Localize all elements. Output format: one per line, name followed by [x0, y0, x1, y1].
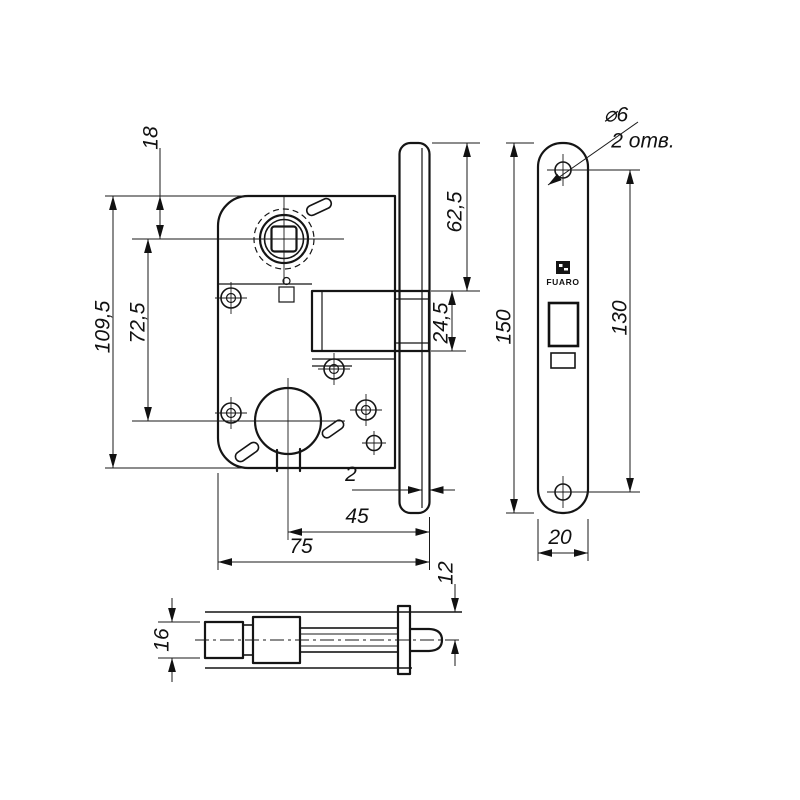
stop-pin-body: [278, 286, 295, 303]
dim-62-5-label: 62,5: [444, 191, 467, 232]
stop-pin-detail: [278, 276, 295, 303]
dim-dia6-label: ⌀6: [604, 104, 629, 127]
latch-bolt: [310, 289, 431, 367]
spindle-follower: [132, 197, 344, 283]
screw-post-right: [350, 394, 382, 426]
stop-pin-head: [282, 276, 291, 286]
dim-20-label: 20: [547, 526, 572, 549]
screw-post-top-left: [215, 282, 247, 314]
brand-logo-text: FUARO: [546, 277, 579, 287]
latch-bolt-body: [310, 289, 431, 353]
main-view-dimensions: 18 72,5 109,5 62,5 24,5 2 45 75: [92, 126, 480, 570]
dim-45-label: 45: [345, 505, 369, 528]
latch-opening: [547, 301, 580, 348]
side-view-dimensions: 16 12: [151, 561, 459, 682]
brand-logo-mark-cut-2: [564, 268, 568, 271]
dim-150-label: 150: [493, 309, 516, 344]
dim-75-label: 75: [289, 535, 313, 558]
dim-18-label: 18: [140, 126, 163, 150]
dim-130-label: 130: [609, 300, 632, 335]
main-view: [132, 141, 431, 540]
dim-72-5-label: 72,5: [127, 302, 150, 343]
screw-post-bottom-left: [215, 397, 247, 429]
cylinder-hole: [132, 378, 345, 540]
slot-bottom-right: [321, 419, 345, 439]
dim-109-5-label: 109,5: [92, 300, 115, 353]
dim-12-label: 12: [435, 561, 458, 585]
lock-case-outline: [216, 194, 397, 470]
slot-bottom-left: [234, 441, 260, 463]
fastening-screw: [362, 431, 386, 455]
deadbolt-opening: [550, 352, 576, 369]
dim-hole-count-label: 2 отв.: [610, 130, 674, 153]
faceplate-view: FUARO: [536, 141, 590, 515]
faceplate-edge-outline: [398, 141, 431, 515]
brand-logo: FUARO: [546, 261, 579, 287]
slot-top: [305, 197, 333, 217]
dim-16-label: 16: [151, 628, 174, 652]
side-view: [195, 604, 462, 676]
faceplate-outline: [536, 141, 590, 515]
brand-logo-mark-cut-1: [559, 264, 563, 267]
screw-post-middle: [318, 353, 350, 385]
hole-leader-line: [547, 121, 639, 186]
dim-2-label: 2: [344, 463, 357, 486]
faceplate-dimensions: 150 130 20 ⌀6 2 отв.: [493, 104, 675, 561]
dim-24-5-label: 24,5: [430, 302, 453, 344]
latch-tip: [408, 627, 444, 653]
brand-logo-mark: [556, 261, 570, 274]
